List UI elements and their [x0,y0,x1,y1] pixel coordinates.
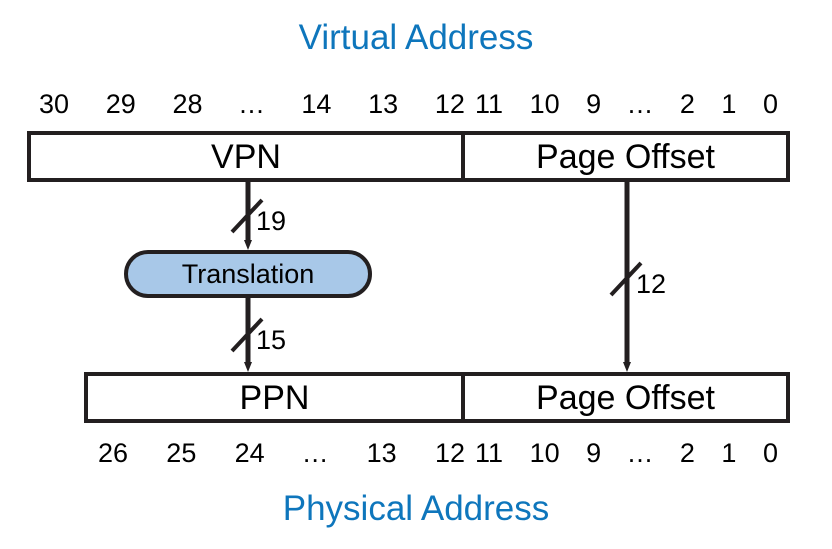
bit-label: 9 [586,438,602,468]
physical-address-bit-labels: 26 25 24 ... 13 12 11 10 9 ... 2 1 0 [84,437,790,469]
bit-label: 28 [172,89,203,119]
bit-label: 29 [105,89,136,119]
virtual-page-offset-field: Page Offset [536,137,715,176]
bit-label: 30 [39,89,70,119]
ppn-bit-labels: 26 25 24 ... 13 12 [84,437,465,469]
bit-label: 10 [529,438,560,468]
bit-label: 26 [98,438,129,468]
ppn-field: PPN [88,376,465,419]
bit-label-ellipsis: ... [627,438,654,468]
vpn-width-label: 19 [256,206,287,236]
ppn-width-label: 15 [256,325,287,355]
bit-label: 2 [679,438,695,468]
bit-label: 14 [301,89,332,119]
bit-label-ellipsis: ... [302,438,329,468]
bit-label: 11 [475,89,504,119]
virtual-address-box: VPN Page Offset [27,131,790,182]
virtual-page-offset-bit-labels: 11 10 9 ... 2 1 0 [465,88,790,120]
virtual-address-bit-labels: 30 29 28 ... 14 13 12 11 10 9 ... 2 1 0 [27,88,790,120]
bit-label: 13 [368,89,399,119]
bit-label: 24 [234,438,265,468]
physical-address-title: Physical Address [282,489,550,528]
virtual-address-title: Virtual Address [298,18,534,57]
bit-label-ellipsis: ... [627,89,654,119]
physical-address-box: PPN Page Offset [84,372,790,423]
bit-label: 9 [586,89,602,119]
vpn-field: VPN [31,135,465,178]
page-offset-width-label: 12 [636,269,667,299]
bit-label: 1 [721,89,737,119]
bit-label: 2 [679,89,695,119]
bit-label: 0 [762,89,778,119]
translation-node: Translation [124,250,372,298]
bit-label-ellipsis: ... [239,89,265,119]
bit-label: 12 [434,438,465,468]
bit-label: 13 [366,438,397,468]
physical-page-offset-field: Page Offset [536,378,715,417]
bit-label: 0 [762,438,778,468]
bit-label: 10 [529,89,560,119]
bit-label: 12 [434,89,465,119]
bit-label: 1 [721,438,737,468]
vpn-bit-labels: 30 29 28 ... 14 13 12 [27,88,465,120]
physical-page-offset-bit-labels: 11 10 9 ... 2 1 0 [465,437,790,469]
bit-label: 25 [166,438,197,468]
bit-label: 11 [475,438,504,468]
